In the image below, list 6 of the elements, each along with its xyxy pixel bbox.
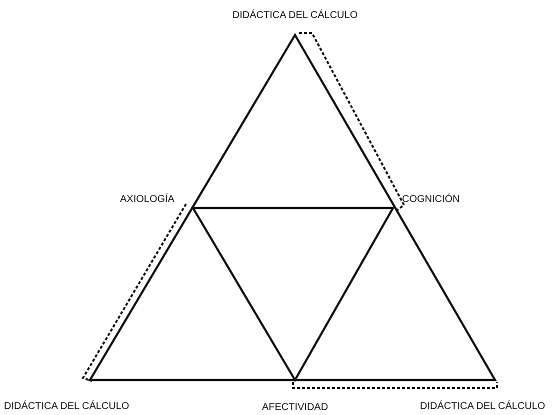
vertex-label: DIDÁCTICA DEL CÁLCULO	[232, 10, 358, 22]
vertex-label: AFECTIVIDAD	[262, 402, 328, 414]
vertex-label: DIDÁCTICA DEL CÁLCULO	[420, 401, 546, 413]
vertex-label: DIDÁCTICA DEL CÁLCULO	[4, 401, 130, 413]
vertex-label: COGNICIÓN	[402, 194, 460, 206]
vertex-label: AXIOLOGÍA	[120, 194, 174, 206]
